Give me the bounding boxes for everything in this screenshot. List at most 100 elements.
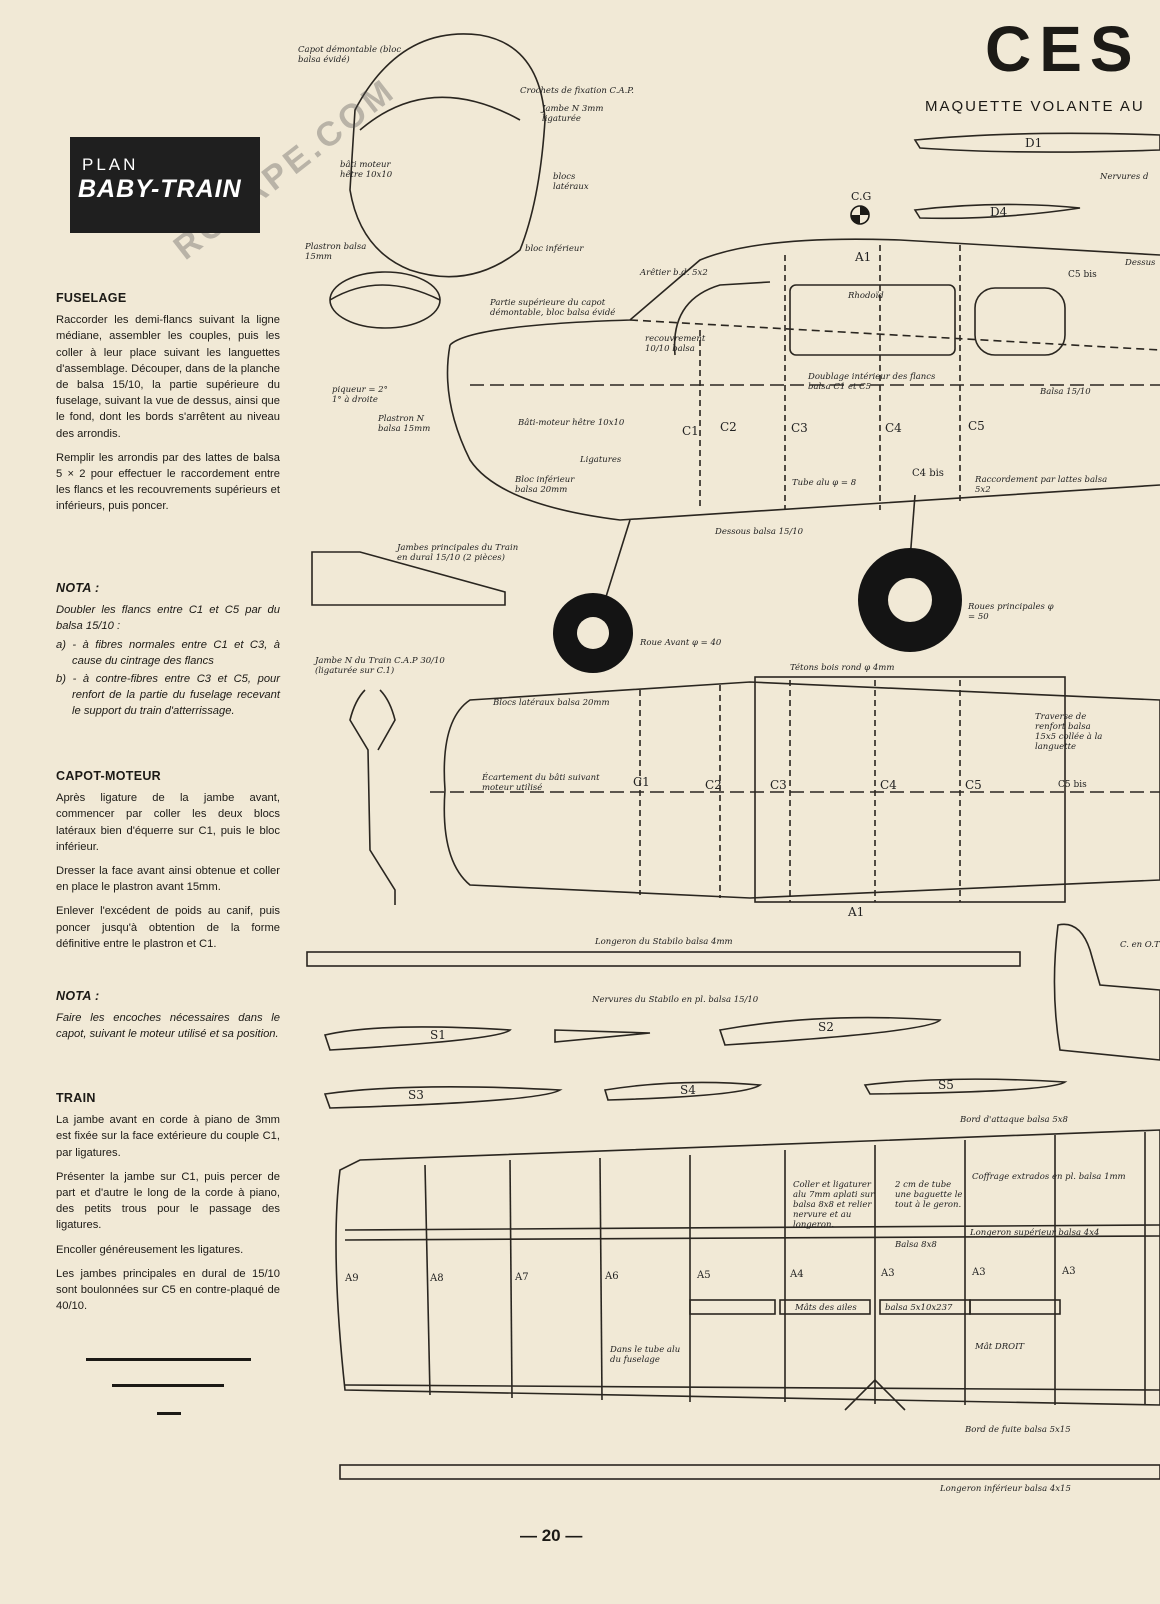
page-subtitle: MAQUETTE VOLANTE AU <box>925 98 1145 115</box>
train-p4: Les jambes principales en dural de 15/10… <box>56 1267 280 1313</box>
note-ligatures: Ligatures <box>580 455 622 465</box>
rib-s4 <box>603 1081 763 1101</box>
fuselage-top-view <box>443 681 1160 899</box>
label-rib-a3-3: A3 <box>1062 1266 1076 1277</box>
label-rib-a4: A4 <box>790 1269 804 1280</box>
note-bord-attaque: Bord d'attaque balsa 5x8 <box>960 1115 1068 1125</box>
heading-nota-1: NOTA : <box>56 581 100 595</box>
note-crochets: Crochets de fixation C.A.P. <box>520 86 635 96</box>
label-c3-top: C3 <box>770 778 787 792</box>
label-c2: C2 <box>720 420 737 434</box>
note-roues-princ: Roues principales φ = 50 <box>968 602 1054 622</box>
label-a1: A1 <box>855 250 872 264</box>
label-c5bis-side: C5 bis <box>1058 780 1087 790</box>
note-bloc-inf: bloc inférieur <box>525 244 584 254</box>
train-p2: Présenter la jambe sur C1, puis percer d… <box>56 1170 280 1232</box>
rib-d4 <box>913 203 1081 220</box>
section-fuselage: FUSELAGE Raccorder les demi-flancs suiva… <box>56 290 280 523</box>
note-recouvrement: recouvrement 10/10 balsa <box>645 334 706 354</box>
tail-fin <box>1053 923 1160 1061</box>
note-bloc-inferieur: Bloc inférieur balsa 20mm <box>515 475 575 495</box>
label-s4: S4 <box>680 1083 696 1097</box>
heading-nota-2: NOTA : <box>56 989 100 1003</box>
note-blocs-lat: blocs latéraux <box>553 172 589 192</box>
rib-s5 <box>863 1078 1068 1095</box>
note-longeron-inf: Longeron inférieur balsa 4x15 <box>940 1484 1071 1494</box>
front-wheel <box>553 593 633 673</box>
label-c3: C3 <box>791 421 808 435</box>
section-train: TRAIN La jambe avant en corde à piano de… <box>56 1090 280 1322</box>
note-partie-sup: Partie supérieure du capot démontable, b… <box>490 298 616 318</box>
rib-s3 <box>323 1086 563 1109</box>
note-plastron: Plastron balsa 15mm <box>305 242 367 262</box>
plan-badge-name: BABY-TRAIN <box>78 175 242 203</box>
end-rule-3 <box>157 1412 181 1415</box>
label-rib-a6: A6 <box>605 1271 619 1282</box>
note-tube-alu: Tube alu φ = 8 <box>792 478 857 488</box>
end-rule-1 <box>86 1358 251 1361</box>
gear-leg-plate <box>311 551 506 606</box>
note-coffrage: Coffrage extrados en pl. balsa 1mm <box>972 1172 1126 1182</box>
note-bati: bâti moteur hêtre 10x10 <box>340 160 393 180</box>
label-c4bis: C4 bis <box>912 468 944 479</box>
train-p3: Encoller généreusement les ligatures. <box>56 1243 244 1256</box>
end-rule-2 <box>112 1384 224 1387</box>
note-mats: Mâts des ailes <box>795 1303 857 1313</box>
note-longeron-sup: Longeron supérieur balsa 4x4 <box>970 1228 1100 1238</box>
note-bati-moteur: Bâti-moteur hêtre 10x10 <box>518 418 625 428</box>
lower-spar <box>339 1464 1160 1480</box>
plan-badge: PLAN BABY-TRAIN <box>70 137 260 233</box>
page-title: CES <box>985 13 1141 85</box>
heading-fuselage: FUSELAGE <box>56 291 127 305</box>
note-coller: Coller et ligaturer alu 7mm aplati sur b… <box>793 1180 875 1230</box>
label-rib-a8: A8 <box>430 1273 444 1284</box>
note-dans-tube: Dans le tube alu du fuselage <box>610 1345 681 1365</box>
label-s2: S2 <box>818 1020 834 1034</box>
label-c5bis-top: C5 bis <box>1068 270 1097 280</box>
label-a1-bottom: A1 <box>848 905 865 919</box>
section-nota-2: NOTA : Faire les encoches nécessaires da… <box>56 988 280 1051</box>
note-jambe-n: Jambe N 3mm ligaturée <box>542 104 604 124</box>
note-balsa-mat: balsa 5x10x237 <box>885 1303 953 1313</box>
section-nota-1: NOTA : Doubler les flancs entre C1 et C5… <box>56 580 280 728</box>
section-capot: CAPOT-MOTEUR Après ligature de la jambe … <box>56 768 280 960</box>
note-rhodoid: Rhodoïd <box>848 291 884 301</box>
wing-plan <box>335 1129 1160 1406</box>
note-arelier: Arêtier b.d. 5x2 <box>640 268 708 278</box>
note-roue-avant: Roue Avant φ = 40 <box>640 638 722 648</box>
heading-train: TRAIN <box>56 1091 96 1105</box>
stab-spar <box>306 951 1021 967</box>
nota1-a: a) - à fibres normales entre C1 et C3, à… <box>56 638 280 667</box>
note-balsa-8x8: Balsa 8x8 <box>895 1240 937 1250</box>
train-p1: La jambe avant en corde à piano de 3mm e… <box>56 1114 280 1159</box>
page-number: — 20 — <box>520 1526 583 1545</box>
heading-capot: CAPOT-MOTEUR <box>56 769 161 783</box>
main-wheel <box>858 548 962 652</box>
label-c4-top: C4 <box>880 778 897 792</box>
label-d1: D1 <box>1025 136 1043 150</box>
rib-d1 <box>913 132 1160 153</box>
note-c-en-ot: C. en O.T <box>1120 940 1160 950</box>
rib-s-small <box>554 1029 651 1043</box>
note-doublage: Doublage intérieur des flancs balsa C1 e… <box>808 372 936 392</box>
note-balsa-15: Balsa 15/10 <box>1040 387 1091 397</box>
nota1-intro: Doubler les flancs entre C1 et C5 par du… <box>56 604 280 633</box>
note-traverse: Traverse de renfort balsa 15x5 collée à … <box>1035 712 1103 752</box>
note-nervures-d: Nervures d <box>1100 172 1149 182</box>
note-piqueur: piqueur = 2° 1° à droite <box>332 385 388 405</box>
note-bord-fuite: Bord de fuite balsa 5x15 <box>965 1425 1071 1435</box>
label-c1-top: C1 <box>633 775 650 789</box>
note-plastron-n: Plastron N balsa 15mm <box>378 414 431 434</box>
note-capot-demontable: Capot démontable (bloc balsa évidé) <box>298 45 402 65</box>
nota2-text: Faire les encoches nécessaires dans le c… <box>56 1012 280 1041</box>
note-ecartement: Écartement du bâti suivant moteur utilis… <box>482 773 600 793</box>
label-rib-a3-2: A3 <box>972 1267 986 1278</box>
rib-s1 <box>323 1026 512 1051</box>
nota1-b: b) - à contre-fibres entre C3 et C5, pou… <box>56 673 280 718</box>
label-rib-a7: A7 <box>515 1272 529 1283</box>
note-blocs-lat-balsa: Blocs latéraux balsa 20mm <box>493 698 610 708</box>
capot-p3: Enlever l'excédent de poids au canif, pu… <box>56 905 280 950</box>
label-c5: C5 <box>968 419 985 433</box>
note-raccordement: Raccordement par lattes balsa 5x2 <box>975 475 1108 495</box>
